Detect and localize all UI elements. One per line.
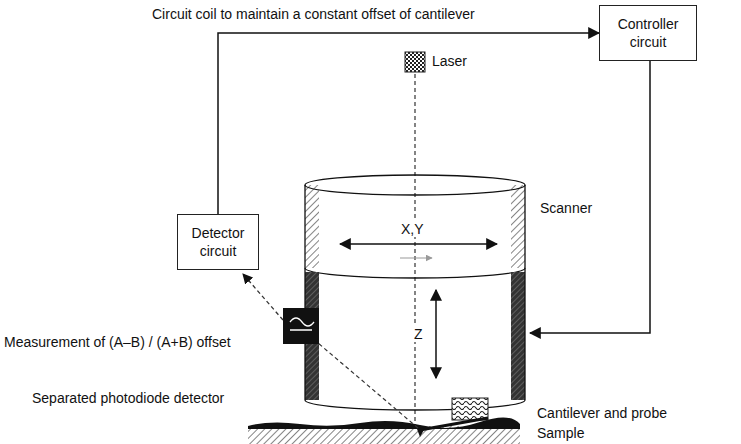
cantilever — [420, 418, 488, 430]
photodiode-detector — [283, 308, 319, 344]
edge-label: Circuit coil to maintain a constant offs… — [150, 6, 477, 22]
part-label: Separated photodiode detector — [30, 390, 226, 406]
cantilever-holder — [452, 398, 488, 420]
z-motion-arrow — [435, 290, 437, 378]
circuit-box: Detector circuit — [177, 214, 259, 270]
part-label: X,Y — [399, 221, 426, 237]
xy-motion-arrow — [340, 243, 497, 245]
part-label: Cantilever and probe — [535, 405, 669, 421]
signal-line — [243, 274, 283, 320]
laser-source — [405, 52, 425, 72]
box-text: Detector circuit — [184, 224, 252, 260]
box-text: Controller circuit — [606, 15, 690, 51]
sample-surface — [248, 417, 520, 429]
part-label: Measurement of (A–B) / (A+B) offset — [2, 334, 233, 350]
reflected-beam — [318, 343, 418, 428]
probe-tip — [417, 428, 425, 437]
part-label: Z — [412, 326, 425, 342]
part-label: Laser — [430, 53, 469, 69]
part-label: Sample — [535, 425, 586, 441]
feedback-connector — [218, 33, 599, 214]
laser-beam — [414, 74, 415, 425]
scanner-cylinder — [305, 175, 525, 410]
control-wire — [530, 33, 650, 333]
faint-arrow — [400, 258, 432, 259]
part-label: Scanner — [538, 200, 594, 216]
circuit-box: Controller circuit — [599, 5, 697, 61]
